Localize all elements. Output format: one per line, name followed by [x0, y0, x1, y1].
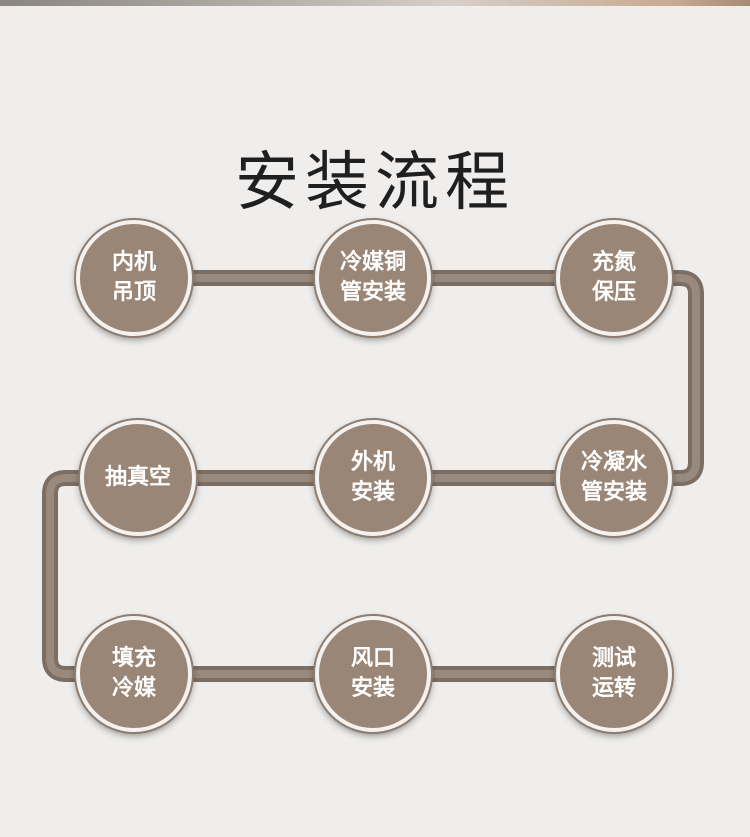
- page-title: 安装流程: [235, 145, 515, 220]
- top-image-strip: [0, 0, 750, 6]
- step-label: 填充 冷媒: [111, 646, 156, 701]
- step-test-run: 测试 运转: [556, 616, 672, 732]
- step-label: 内机 吊顶: [111, 250, 156, 305]
- step-label: 抽真空: [104, 465, 171, 490]
- step-vacuum: 抽真空: [80, 420, 196, 536]
- step-air-vent: 风口 安装: [315, 616, 431, 732]
- step-label: 冷凝水 管安装: [580, 450, 647, 505]
- step-label: 风口 安装: [350, 646, 395, 701]
- step-fill-refrigerant: 填充 冷媒: [76, 616, 192, 732]
- step-refrigerant-pipe: 冷媒铜 管安装: [315, 220, 431, 336]
- step-label: 外机 安装: [350, 450, 395, 505]
- step-label: 冷媒铜 管安装: [339, 250, 406, 305]
- step-outdoor-unit: 外机 安装: [315, 420, 431, 536]
- step-label: 充氮 保压: [591, 250, 636, 305]
- step-label: 测试 运转: [591, 646, 636, 701]
- step-indoor-unit-ceiling: 内机 吊顶: [76, 220, 192, 336]
- step-condensate-pipe: 冷凝水 管安装: [556, 420, 672, 536]
- step-nitrogen-pressure: 充氮 保压: [556, 220, 672, 336]
